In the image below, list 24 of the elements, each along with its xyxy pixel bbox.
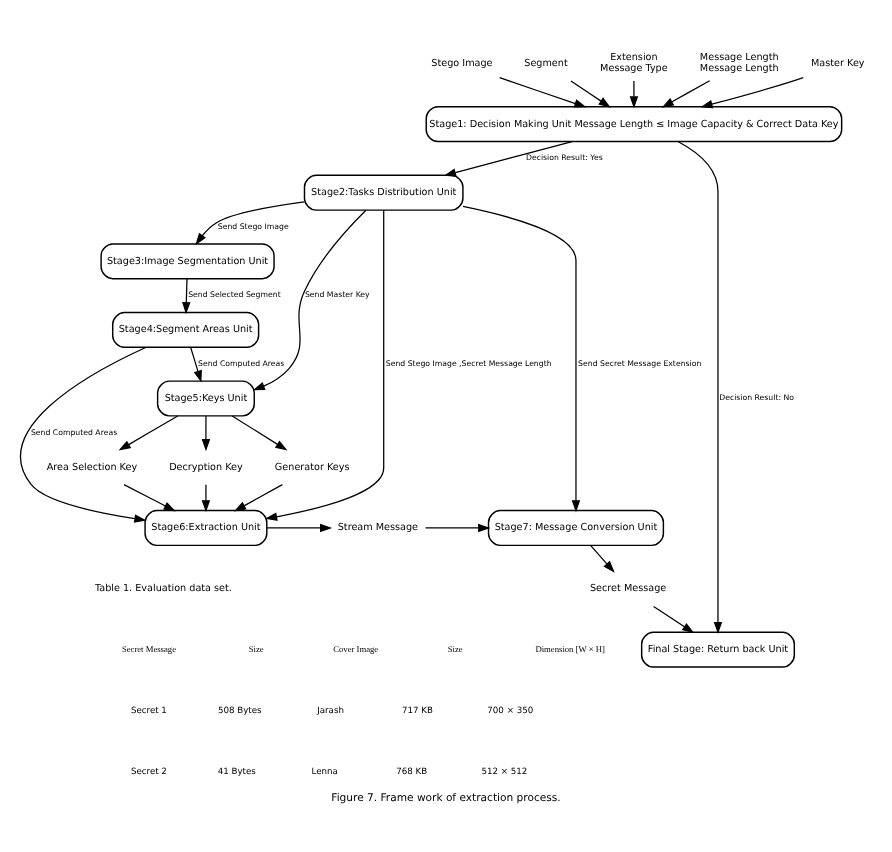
arrow	[19, 345, 147, 522]
arrow	[677, 139, 723, 634]
arrow	[443, 139, 573, 176]
arrow	[653, 604, 695, 633]
arrow	[231, 414, 288, 450]
arrow	[190, 345, 202, 382]
arrow	[462, 204, 581, 512]
arrow	[201, 483, 211, 512]
arrow	[201, 414, 211, 451]
arrow	[424, 522, 491, 532]
arrow	[661, 79, 711, 107]
arrow	[590, 544, 615, 572]
arrow	[499, 76, 587, 107]
arrow	[118, 414, 179, 450]
arrow	[264, 208, 385, 520]
arrow	[123, 483, 176, 511]
arrow	[570, 79, 611, 107]
arrow	[195, 200, 305, 245]
arrow	[266, 522, 333, 532]
arrow	[629, 79, 639, 108]
arrow	[233, 483, 283, 511]
arrow	[700, 76, 804, 108]
arrow	[182, 277, 191, 314]
arrow	[252, 208, 367, 390]
